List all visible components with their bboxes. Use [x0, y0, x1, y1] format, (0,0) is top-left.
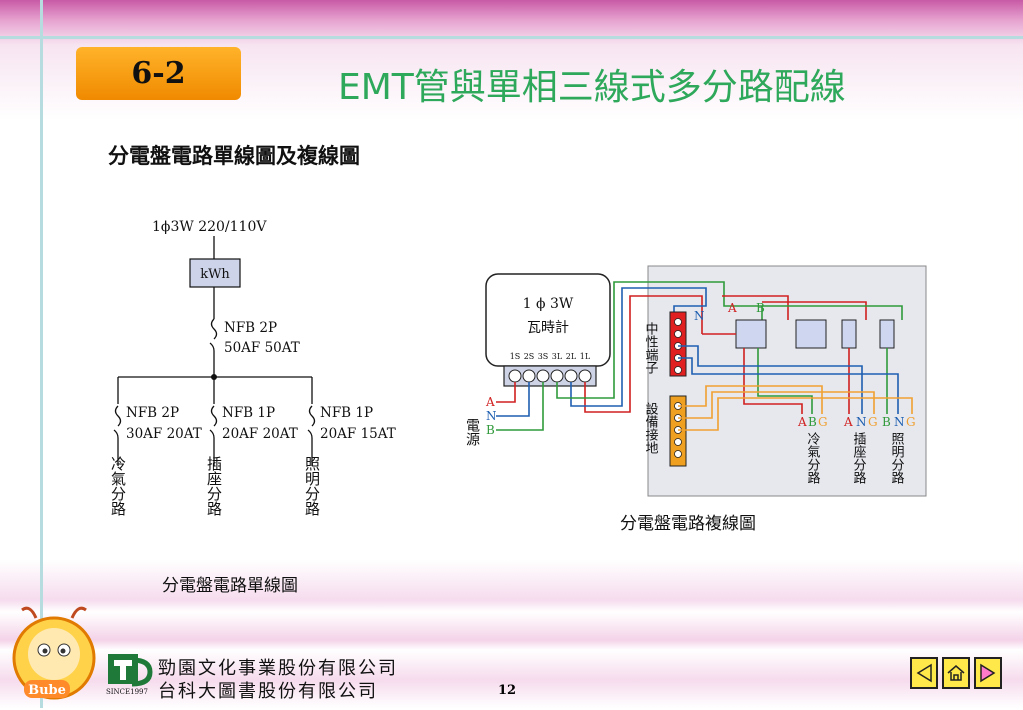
- mascot-logo: Bube: [6, 596, 102, 706]
- home-button[interactable]: [942, 657, 970, 689]
- branch-3-breaker-label-2: 20AF 15AT: [320, 426, 396, 442]
- branch-1-breaker-label-2: 30AF 20AT: [126, 426, 202, 442]
- source-wire-N: N: [486, 409, 497, 423]
- branch-1-breaker-label-1: NFB 2P: [126, 405, 179, 421]
- branch-breaker-symbol-1: [113, 405, 122, 439]
- since-label: SINCE1997: [106, 688, 148, 696]
- out-3-name: 照明分路: [889, 432, 905, 484]
- decor-horizontal-line: [0, 36, 1023, 39]
- source-label: 電源: [464, 418, 480, 446]
- supply-label: 1ϕ3W 220/110V: [152, 219, 267, 235]
- branch-3-breaker-label-1: NFB 1P: [320, 405, 373, 421]
- terminal-2S: 2S: [524, 352, 535, 361]
- source-wire-B: B: [486, 423, 495, 437]
- out-1-B: B: [808, 415, 817, 429]
- triangle-right-icon: [980, 663, 996, 683]
- single-line-diagram: 1ϕ3W 220/110V kWh NFB 2P 50AF 50AT NFB 2…: [109, 219, 396, 516]
- decor-vertical-line: [40, 0, 43, 708]
- branch-3-circuit-label: 照明分路: [303, 456, 321, 516]
- terminal-1S: 1S: [510, 352, 521, 361]
- breaker-2p-aircon: [735, 319, 767, 349]
- single-line-diagram-panel: 1ϕ3W 220/110V kWh NFB 2P 50AF 50AT NFB 2…: [102, 204, 408, 550]
- panel-enclosure: [647, 265, 927, 497]
- main-breaker-label-2: 50AF 50AT: [224, 340, 300, 356]
- branch-breaker-symbol-3: [307, 405, 316, 439]
- section-badge: 6-2: [76, 47, 241, 100]
- neutral-bar-label: 中性端子: [643, 322, 659, 374]
- page-number: 12: [498, 683, 517, 698]
- next-button[interactable]: [974, 657, 1002, 689]
- company-name-2: 台科大圖書股份有限公司: [158, 681, 378, 702]
- mascot-text: Bube: [28, 683, 66, 698]
- slide-subtitle: 分電盤電路單線圖及複線圖: [108, 144, 360, 168]
- slide-title: EMT管與單相三線式多分路配線: [338, 67, 846, 108]
- out-1-G: G: [818, 415, 828, 429]
- publisher-logo: SINCE1997: [106, 652, 156, 700]
- kwh-meter-label: kWh: [200, 267, 230, 282]
- out-2-name: 插座分路: [851, 432, 867, 484]
- out-3-G: G: [906, 415, 916, 429]
- single-line-caption: 分電盤電路單線圖: [162, 576, 298, 596]
- breaker-1p-lighting: [879, 319, 895, 349]
- breaker-2p-second: [795, 319, 827, 349]
- ground-bar-label: 設備接地: [643, 401, 659, 454]
- out-2-A: A: [843, 415, 853, 429]
- out-3-B: B: [882, 415, 891, 429]
- out-3-N: N: [894, 415, 905, 429]
- branch-2-breaker-label-1: NFB 1P: [222, 405, 275, 421]
- triangle-left-icon: [916, 663, 932, 683]
- branch-breaker-symbol-2: [209, 405, 218, 439]
- kwh-meter-box: [189, 258, 241, 288]
- branch-2-breaker-label-2: 20AF 20AT: [222, 426, 298, 442]
- home-icon: [947, 665, 965, 681]
- out-2-N: N: [856, 415, 867, 429]
- terminal-3L: 3L: [552, 352, 563, 361]
- out-1-A: A: [797, 415, 807, 429]
- prev-button[interactable]: [910, 657, 938, 689]
- company-name-1: 勁園文化事業股份有限公司: [158, 658, 398, 679]
- out-2-G: G: [868, 415, 878, 429]
- terminal-1L: 1L: [580, 352, 591, 361]
- bus-label-N: N: [694, 309, 705, 323]
- source-wire-A: A: [485, 395, 495, 409]
- terminal-2L: 2L: [566, 352, 577, 361]
- main-breaker-symbol: [209, 318, 218, 352]
- branch-1-circuit-label: 冷氣分路: [109, 456, 127, 516]
- out-1-name: 冷氣分路: [805, 432, 821, 484]
- bus-label-B: B: [756, 301, 765, 315]
- meter-label-2: 瓦時計: [527, 320, 569, 336]
- multi-line-caption: 分電盤電路複線圖: [620, 514, 756, 534]
- multi-line-diagram-panel: 1 ϕ 3W 瓦時計 1S 2S 3S 3L 2L 1L 電源 A N B 中性…: [462, 246, 928, 498]
- breaker-1p-outlet: [841, 319, 857, 349]
- meter-label-1: 1 ϕ 3W: [523, 296, 574, 312]
- main-breaker-label-1: NFB 2P: [224, 320, 277, 336]
- bus-label-A: A: [727, 301, 737, 315]
- branch-2-circuit-label: 插座分路: [205, 456, 223, 516]
- terminal-3S: 3S: [538, 352, 549, 361]
- multi-line-diagram: 1 ϕ 3W 瓦時計 1S 2S 3S 3L 2L 1L 電源 A N B 中性…: [464, 265, 927, 497]
